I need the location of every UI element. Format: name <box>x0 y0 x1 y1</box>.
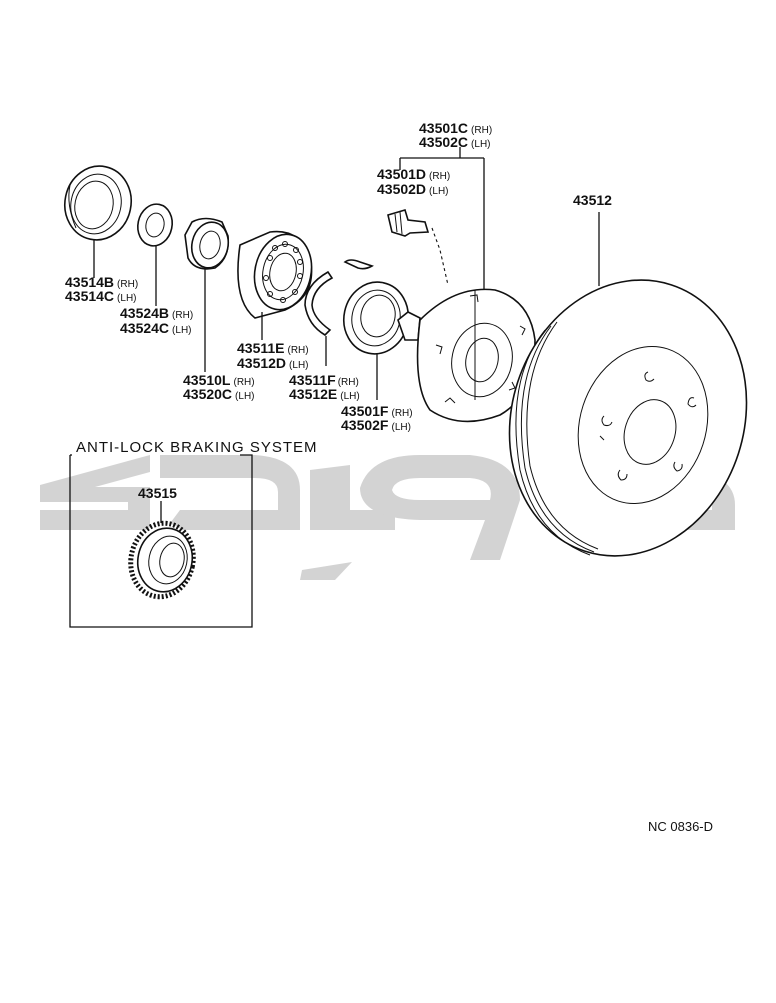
watermark-shape-3 <box>310 465 395 530</box>
watermark-shape-1 <box>40 455 150 530</box>
callout-43514b: 43514B(RH) 43514C(LH) <box>65 274 138 304</box>
hub-bolt-part <box>387 209 449 286</box>
svg-text:43501F(RH): 43501F(RH) <box>341 403 413 419</box>
svg-text:43524B(RH): 43524B(RH) <box>120 305 193 321</box>
svg-text:43514C(LH): 43514C(LH) <box>65 288 137 304</box>
svg-text:43511F(RH): 43511F(RH) <box>289 372 359 388</box>
svg-text:43520C(LH): 43520C(LH) <box>183 386 255 402</box>
callout-43512: 43512 <box>573 192 612 208</box>
abs-section-label: ANTI-LOCK BRAKING SYSTEM <box>76 439 318 456</box>
svg-text:43502F(LH): 43502F(LH) <box>341 417 411 433</box>
callout-43501d: 43501D(RH) 43502D(LH) <box>377 166 450 197</box>
svg-text:43515: 43515 <box>138 485 177 501</box>
inner-race-part <box>184 217 230 372</box>
oil-seal-part <box>64 165 132 278</box>
watermark-shape-2 <box>160 455 300 530</box>
callout-43511f: 43511F(RH) 43512E(LH) <box>289 372 360 402</box>
svg-text:43512: 43512 <box>573 192 612 208</box>
callout-43515: 43515 <box>138 485 177 501</box>
svg-text:43510L(RH): 43510L(RH) <box>183 372 255 388</box>
abs-sensor-rotor-part <box>128 520 196 600</box>
svg-text:43512D(LH): 43512D(LH) <box>237 355 309 371</box>
callout-43524b: 43524B(RH) 43524C(LH) <box>120 305 193 336</box>
svg-text:43501D(RH): 43501D(RH) <box>377 166 450 182</box>
watermark-dot <box>300 562 352 580</box>
svg-text:43501C(RH): 43501C(RH) <box>419 120 492 136</box>
svg-text:43512E(LH): 43512E(LH) <box>289 386 360 402</box>
callout-43511e: 43511E(RH) 43512D(LH) <box>237 340 309 371</box>
brake-disc-part <box>508 279 748 557</box>
callout-43501c: 43501C(RH) 43502C(LH) <box>419 120 492 150</box>
leader-lines <box>399 147 600 290</box>
svg-text:43502D(LH): 43502D(LH) <box>377 181 449 197</box>
abs-box <box>69 454 253 628</box>
callout-43510l: 43510L(RH) 43520C(LH) <box>183 372 255 402</box>
drawing-code: NC 0836-D <box>648 819 713 834</box>
svg-text:43514B(RH): 43514B(RH) <box>65 274 138 290</box>
svg-text:43524C(LH): 43524C(LH) <box>120 320 192 336</box>
bearing-part <box>237 230 313 340</box>
watermark-shape-4 <box>360 455 520 560</box>
callout-43501f: 43501F(RH) 43502F(LH) <box>341 403 413 433</box>
svg-text:43511E(RH): 43511E(RH) <box>237 340 309 356</box>
svg-text:43502C(LH): 43502C(LH) <box>419 134 491 150</box>
spacer-part <box>137 203 173 306</box>
snap-ring-part <box>304 270 334 366</box>
